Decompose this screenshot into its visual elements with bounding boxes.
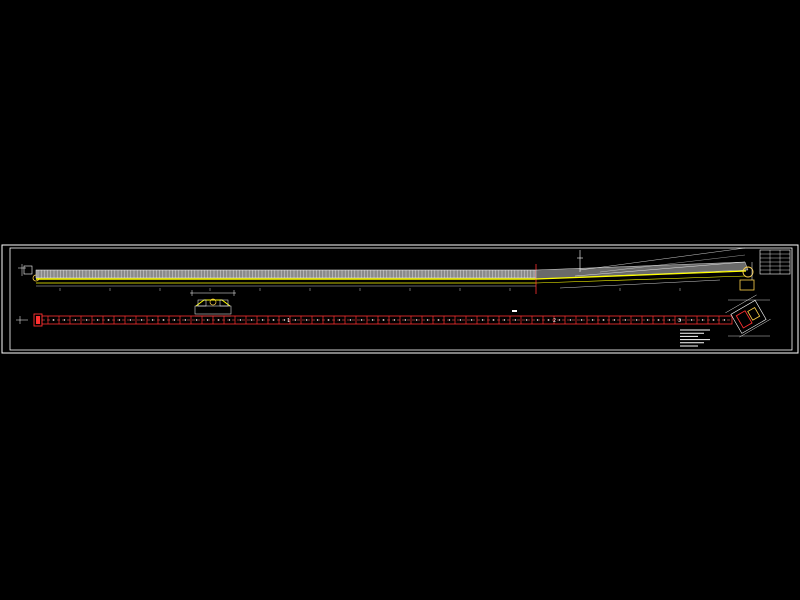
plan-idler-dot — [96, 319, 99, 321]
plan-idler-dot — [558, 319, 561, 321]
head-drive-elevation — [739, 262, 755, 291]
plan-idler-dot — [459, 319, 462, 321]
plan-label-2: 2 — [553, 318, 556, 324]
plan-idler-dot — [217, 319, 220, 321]
plan-idler-dot — [162, 319, 165, 321]
idler-cross-section — [190, 290, 236, 317]
plan-idler-dot — [151, 319, 154, 321]
plan-idler-dot — [195, 319, 198, 321]
plan-idler-dot — [327, 319, 330, 321]
plan-label-1: 1 — [287, 318, 290, 324]
inclined-section — [535, 247, 749, 289]
plan-idler-dot — [63, 319, 66, 321]
plan-idler-dot — [657, 319, 660, 321]
plan-idler-dot — [437, 319, 440, 321]
plan-idler-dot — [129, 319, 132, 321]
dimension-ticks — [59, 288, 681, 291]
center-mark — [512, 310, 517, 312]
plan-idler-dot — [294, 319, 297, 321]
plan-idler-dot — [712, 319, 715, 321]
plan-idler-dot — [690, 319, 693, 321]
plan-idler-dot — [701, 319, 704, 321]
plan-idler-dot — [349, 319, 352, 321]
plan-idler-dot — [107, 319, 110, 321]
plan-idler-dot — [525, 319, 528, 321]
drawing-inner-border — [9, 247, 793, 351]
plan-idler-dot — [283, 319, 286, 321]
plan-idler-dot — [239, 319, 242, 321]
drawing-outer-border — [1, 244, 799, 354]
plan-idler-dot — [580, 319, 583, 321]
plan-idler-dot — [470, 319, 473, 321]
plan-idler-dot — [415, 319, 418, 321]
plan-idler-dot — [250, 319, 253, 321]
plan-idler-dot — [228, 319, 231, 321]
plan-idler-dot — [338, 319, 341, 321]
plan-idler-dot — [723, 319, 726, 321]
plan-idler-dot — [426, 319, 429, 321]
head-drive-plan — [725, 294, 771, 338]
plan-idler-dot — [360, 319, 363, 321]
plan-idler-dot — [305, 319, 308, 321]
plan-idler-dot — [668, 319, 671, 321]
technical-notes — [680, 329, 710, 347]
plan-idler-dot — [481, 319, 484, 321]
plan-idler-dot — [503, 319, 506, 321]
plan-idler-dot — [602, 319, 605, 321]
plan-idler-dot — [316, 319, 319, 321]
plan-idler-dot — [613, 319, 616, 321]
plan-idler-dot — [382, 319, 385, 321]
plan-idler-marks — [47, 316, 726, 324]
plan-idler-dot — [646, 319, 649, 321]
plan-idler-dot — [404, 319, 407, 321]
plan-idler-dot — [393, 319, 396, 321]
plan-idler-dot — [74, 319, 77, 321]
plan-idler-dot — [173, 319, 176, 321]
tail-pulley-plan — [16, 313, 43, 327]
plan-idler-dot — [85, 319, 88, 321]
plan-idler-dot — [492, 319, 495, 321]
truss-band — [35, 269, 537, 279]
plan-label-3: 3 — [678, 318, 681, 324]
plan-idler-dot — [547, 319, 550, 321]
title-block — [759, 249, 791, 275]
plan-idler-dot — [514, 319, 517, 321]
plan-idler-dot — [140, 319, 143, 321]
plan-idler-dot — [591, 319, 594, 321]
plan-idler-dot — [536, 319, 539, 321]
plan-idler-dot — [448, 319, 451, 321]
plan-view: 1 2 3 — [16, 294, 771, 338]
plan-idler-dot — [52, 319, 55, 321]
plan-idler-dot — [261, 319, 264, 321]
plan-idler-dot — [624, 319, 627, 321]
plan-idler-dot — [184, 319, 187, 321]
plan-idler-dot — [272, 319, 275, 321]
plan-idler-dot — [679, 319, 682, 321]
plan-idler-dot — [118, 319, 121, 321]
plan-idler-dot — [635, 319, 638, 321]
plan-idler-dot — [569, 319, 572, 321]
truss-verticals — [37, 270, 535, 278]
plan-idler-dot — [206, 319, 209, 321]
elevation-view — [18, 247, 755, 294]
plan-idler-dot — [371, 319, 374, 321]
